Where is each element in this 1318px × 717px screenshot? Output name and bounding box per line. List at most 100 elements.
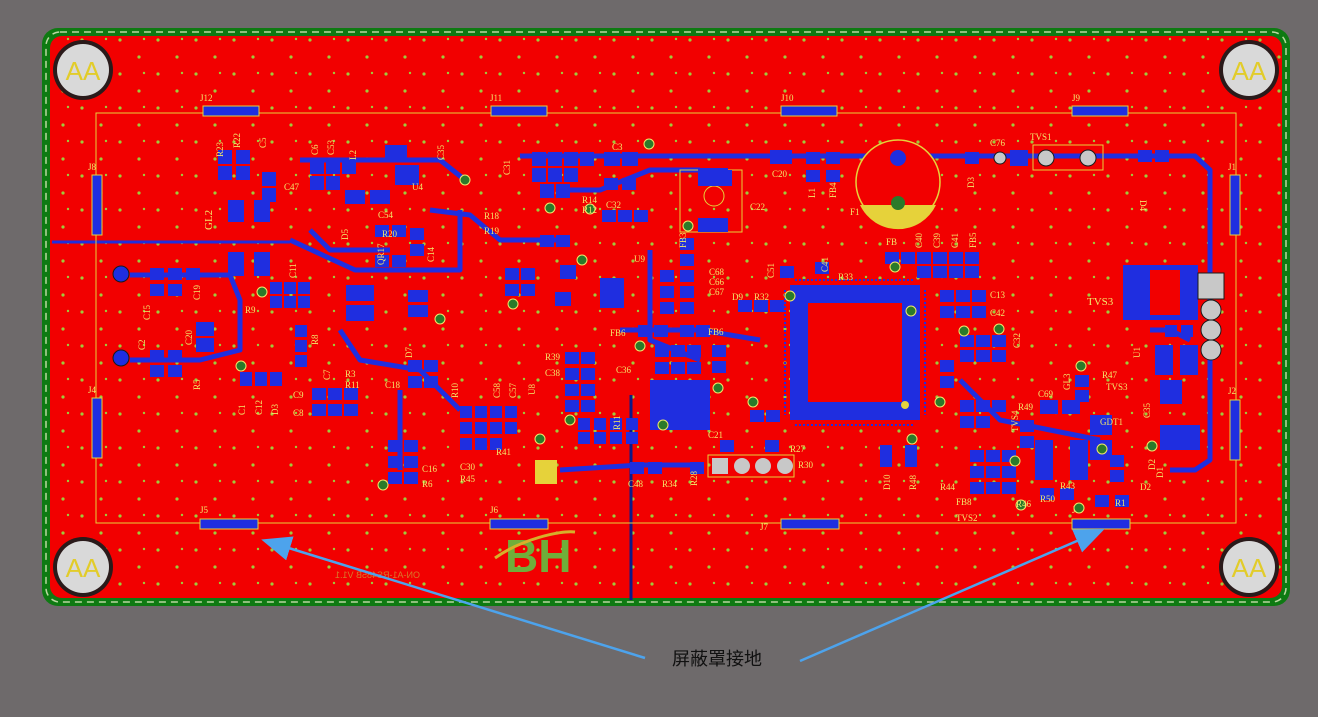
connector-j12[interactable]: J12	[200, 93, 260, 117]
svg-text:FB6: FB6	[610, 328, 626, 338]
svg-text:R12: R12	[582, 205, 597, 215]
silkscreen-labels: R23 R22 C5 C47 GL2 C6 C53 L2 C35 U4 C54 …	[137, 133, 1165, 523]
svg-text:C66: C66	[709, 277, 725, 287]
svg-text:C38: C38	[545, 368, 561, 378]
svg-text:R50: R50	[1040, 494, 1056, 504]
mounting-hole-top-left: AA	[53, 40, 113, 100]
svg-text:R8: R8	[310, 334, 320, 345]
svg-text:C12: C12	[254, 400, 264, 415]
svg-text:U4: U4	[412, 182, 423, 192]
component-cluster-center	[505, 150, 840, 484]
annotation-label: 屏蔽罩接地	[672, 649, 762, 670]
svg-text:R39: R39	[545, 352, 561, 362]
component-cluster-left	[150, 145, 517, 484]
svg-text:FB5: FB5	[968, 232, 978, 248]
mounting-hole-bottom-left: AA	[53, 537, 113, 597]
svg-text:D7: D7	[404, 347, 414, 358]
svg-text:R20: R20	[382, 229, 398, 239]
svg-text:C18: C18	[385, 380, 401, 390]
terminal-p1[interactable]: R30	[707, 454, 814, 478]
svg-text:R18: R18	[484, 211, 500, 221]
svg-text:U9: U9	[634, 254, 645, 264]
annotation-arrows	[261, 529, 1105, 663]
connector-j2[interactable]: J2	[1228, 386, 1241, 461]
svg-text:C41: C41	[950, 233, 960, 248]
svg-text:C30: C30	[460, 462, 476, 472]
svg-text:C67: C67	[709, 287, 725, 297]
svg-text:R48: R48	[908, 474, 918, 490]
svg-text:R41: R41	[496, 447, 511, 457]
svg-text:C39: C39	[932, 232, 942, 248]
svg-text:R28: R28	[689, 470, 699, 486]
fuse-f1[interactable]: TVS1	[1030, 132, 1104, 171]
svg-text:GDT1: GDT1	[1100, 417, 1123, 427]
connector-j5[interactable]: J5	[199, 505, 259, 530]
svg-text:U8: U8	[527, 384, 537, 395]
connector-j9[interactable]: J9	[1071, 93, 1129, 117]
svg-text:R22: R22	[232, 133, 242, 148]
capacitor-c25[interactable]: F1	[850, 139, 941, 230]
svg-text:TVS3: TVS3	[1106, 382, 1128, 392]
svg-text:C2: C2	[137, 339, 147, 350]
svg-text:C53: C53	[326, 139, 336, 155]
svg-text:C14: C14	[426, 246, 436, 262]
connector-j10[interactable]: J10	[780, 93, 838, 117]
svg-text:C57: C57	[508, 382, 518, 398]
svg-text:J11: J11	[490, 93, 502, 103]
svg-text:D2: D2	[1140, 482, 1151, 492]
connector-j6[interactable]: J6	[489, 505, 549, 530]
svg-text:C19: C19	[192, 284, 202, 300]
svg-text:R34: R34	[662, 479, 678, 489]
connector-j4[interactable]: J4	[88, 385, 103, 459]
company-logo: BH	[494, 530, 576, 582]
svg-text:FB4: FB4	[828, 182, 838, 198]
svg-text:C6: C6	[310, 144, 320, 155]
svg-text:R46: R46	[1016, 499, 1032, 509]
svg-text:C22: C22	[750, 202, 765, 212]
svg-text:C76: C76	[990, 138, 1006, 148]
svg-text:J6: J6	[490, 505, 499, 515]
svg-text:C35: C35	[1142, 402, 1152, 418]
svg-text:D10: D10	[882, 474, 892, 490]
svg-text:D2: D2	[1147, 459, 1157, 470]
svg-text:C58: C58	[492, 382, 502, 398]
connector-j1[interactable]: J1	[1228, 162, 1241, 236]
svg-text:FB8: FB8	[956, 497, 972, 507]
keepout-outline	[95, 112, 1237, 524]
svg-text:R19: R19	[484, 226, 500, 236]
svg-text:R33: R33	[838, 272, 854, 282]
svg-text:J2: J2	[1228, 386, 1236, 396]
svg-text:R9: R9	[245, 305, 256, 315]
svg-text:R10: R10	[450, 382, 460, 398]
svg-text:FB: FB	[886, 237, 897, 247]
connector-j7[interactable]: J7	[760, 518, 840, 532]
svg-text:TVS2: TVS2	[956, 513, 978, 523]
connector-j11[interactable]: J11	[490, 93, 548, 117]
svg-text:C69: C69	[1038, 389, 1054, 399]
connector-j8[interactable]: J8	[88, 162, 103, 236]
svg-text:R6: R6	[422, 479, 433, 489]
svg-text:C9: C9	[293, 390, 304, 400]
svg-text:C54: C54	[378, 210, 394, 220]
mcu-u7[interactable]: R33	[784, 272, 926, 426]
svg-text:L1: L1	[807, 188, 817, 198]
mounting-hole-label: AA	[66, 553, 101, 583]
svg-text:C41: C41	[820, 257, 830, 272]
svg-text:R14: R14	[582, 195, 598, 205]
svg-text:D3: D3	[966, 177, 976, 188]
through-hole-pads	[112, 151, 1007, 367]
vias-green	[235, 138, 1158, 514]
svg-text:D5: D5	[340, 229, 350, 240]
svg-text:R43: R43	[1060, 481, 1076, 491]
svg-text:TVS1: TVS1	[1030, 132, 1052, 142]
svg-text:J9: J9	[1072, 93, 1081, 103]
terminal-gdt1[interactable]: TVS3	[1087, 265, 1225, 361]
svg-text:D1: D1	[1155, 467, 1165, 478]
svg-text:C32: C32	[606, 200, 621, 210]
svg-text:C7: C7	[322, 369, 332, 380]
svg-text:C21: C21	[708, 430, 723, 440]
svg-text:J7: J7	[760, 522, 769, 532]
svg-text:R30: R30	[798, 460, 814, 470]
